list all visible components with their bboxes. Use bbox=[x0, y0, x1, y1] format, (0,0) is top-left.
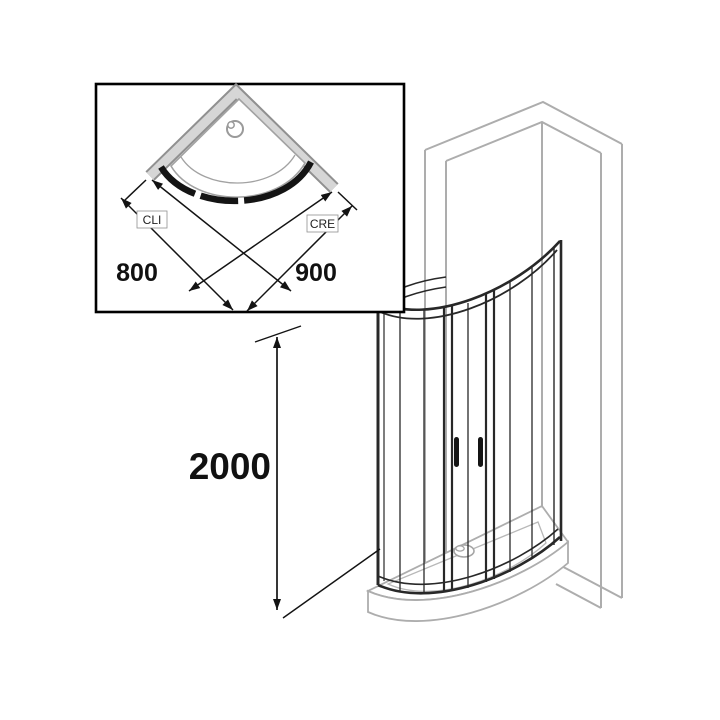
plan-walls bbox=[145, 82, 339, 193]
glass-enclosure bbox=[376, 240, 563, 595]
right-wall-bottom-inner-edge bbox=[555, 583, 602, 609]
height-value: 2000 bbox=[189, 446, 271, 487]
label-cre: CRE bbox=[310, 217, 335, 231]
door-handle-left bbox=[454, 437, 459, 467]
door-handle-right bbox=[478, 437, 483, 467]
label-cli: CLI bbox=[143, 213, 162, 227]
walls bbox=[424, 100, 623, 609]
height-top-reference-tick bbox=[254, 325, 302, 343]
crossing-line-right bbox=[188, 191, 333, 292]
width-value-right: 900 bbox=[295, 259, 337, 287]
height-dimension: 2000 bbox=[189, 325, 381, 619]
bottom-rail-outer bbox=[377, 536, 561, 595]
tray-inner-rim bbox=[386, 521, 547, 592]
label-box-cre bbox=[306, 214, 339, 233]
plan-view-inset: CLI CRE 800 900 bbox=[94, 82, 406, 314]
extension-tick-left bbox=[124, 179, 147, 201]
top-rail-inner bbox=[377, 249, 558, 320]
label-box-cli bbox=[136, 210, 168, 229]
width-value-left: 800 bbox=[116, 259, 158, 287]
extension-tick-right bbox=[337, 191, 358, 211]
tray-skirt-band bbox=[367, 540, 569, 622]
plan-wall-band-fill bbox=[146, 85, 338, 192]
tray-drain-cap bbox=[455, 545, 465, 552]
plan-door-labels: CLI CRE bbox=[136, 210, 339, 233]
bottom-rail-inner bbox=[377, 528, 559, 585]
isometric-view: 2000 bbox=[189, 100, 623, 622]
wall-top-inner-edge bbox=[445, 120, 602, 162]
plan-drain-cap bbox=[227, 121, 235, 129]
wall-top-outer-edge bbox=[424, 100, 623, 151]
height-bottom-leader-line bbox=[282, 548, 381, 619]
